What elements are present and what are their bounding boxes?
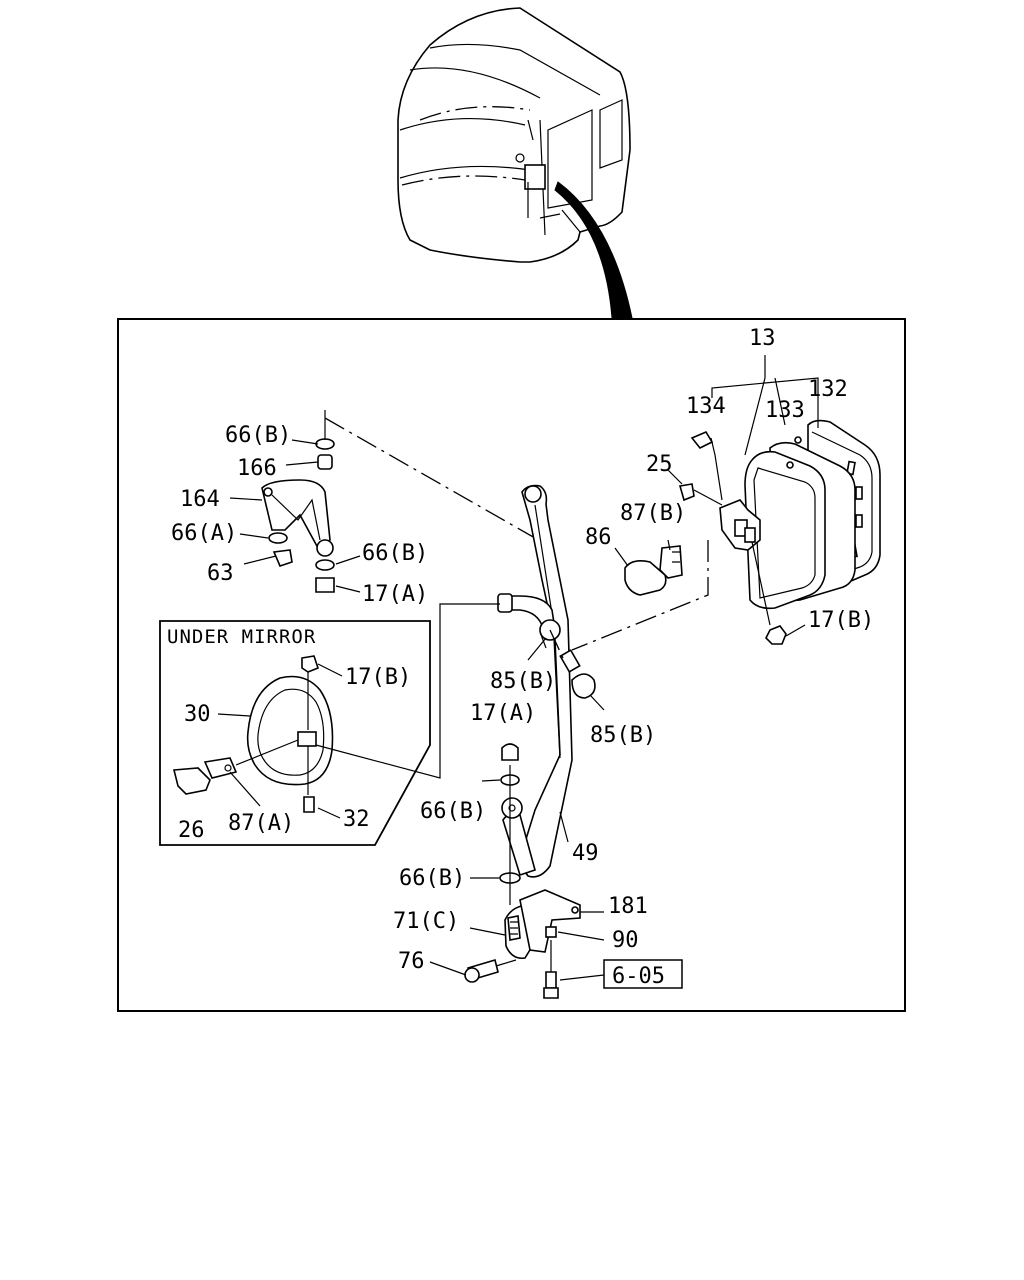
callout-leaders [217,355,819,981]
label-32: 32 [343,807,370,832]
reference-6-05[interactable]: 6-05 [612,964,665,989]
label-13: 13 [749,326,776,351]
label-134: 134 [686,394,726,419]
reference-box [603,959,683,989]
label-66a: 66(A) [171,521,237,546]
label-164: 164 [180,487,220,512]
label-71c: 71(C) [393,909,459,934]
mirror-arm-49 [497,484,573,878]
truck-cab-illustration [397,7,633,319]
callout-labels: 13 132 133 134 25 87(B) 86 17(B) 66(B) 1… [171,326,874,989]
label-85b-left: 85(B) [490,669,556,694]
label-66b-bottom: 66(B) [399,866,465,891]
label-17b-inset: 17(B) [345,665,411,690]
label-30: 30 [184,702,211,727]
label-63: 63 [207,561,234,586]
label-17b-right: 17(B) [808,608,874,633]
inset-title: UNDER MIRROR [167,626,316,648]
label-25: 25 [646,452,673,477]
nut-17a-mid [501,743,519,761]
label-166: 166 [237,456,277,481]
label-132: 132 [808,377,848,402]
label-90: 90 [612,928,639,953]
label-76: 76 [398,949,425,974]
upper-bracket-assembly [261,410,335,593]
detail-frame [117,318,906,1012]
cover-86 [624,560,667,596]
label-87a: 87(A) [228,811,294,836]
label-66b-top: 66(B) [225,423,291,448]
label-87b: 87(B) [620,501,686,526]
label-85b-right: 85(B) [590,723,656,748]
rear-view-mirror-13 [678,419,881,645]
label-66b-lower: 66(B) [420,799,486,824]
label-49: 49 [572,841,599,866]
label-66b-mid: 66(B) [362,541,428,566]
inset-under-mirror: UNDER MIRROR [159,603,500,846]
label-17a-mid: 17(A) [470,701,536,726]
label-86: 86 [585,525,612,550]
label-181: 181 [608,894,648,919]
label-17a-top: 17(A) [362,582,428,607]
lower-bracket-assembly [464,889,581,999]
clamp-87b [659,545,683,579]
label-26: 26 [178,818,205,843]
label-133: 133 [765,398,805,423]
